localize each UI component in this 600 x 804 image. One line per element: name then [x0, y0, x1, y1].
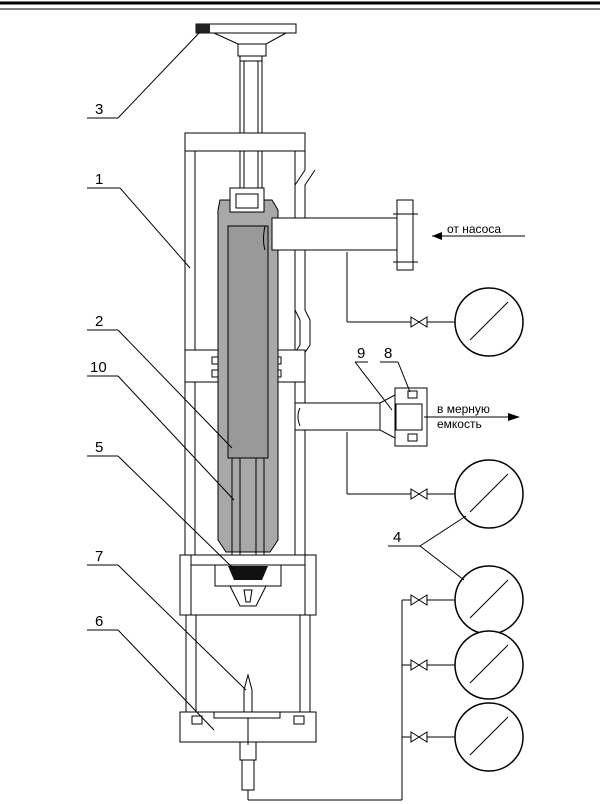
- label-3: 3: [95, 101, 103, 118]
- label-2: 2: [95, 313, 103, 330]
- label-7: 7: [95, 548, 103, 565]
- label-10: 10: [90, 359, 107, 376]
- valve-stem: [239, 61, 263, 195]
- label-5: 5: [95, 439, 103, 456]
- test-vessel: [217, 187, 279, 560]
- inlet-pipe: [263, 199, 525, 271]
- label-9: 9: [357, 345, 365, 362]
- handwheel: [195, 23, 297, 62]
- nozzle: [214, 561, 282, 607]
- outlet-label-line2: емкость: [437, 417, 482, 431]
- inlet-label: от насоса: [447, 222, 501, 236]
- header-rule: [0, 1, 600, 10]
- outlet-pipe: [294, 387, 520, 447]
- leader-lines: [87, 31, 467, 731]
- label-1: 1: [95, 171, 103, 188]
- pressure-gauges: [454, 287, 524, 772]
- label-4: 4: [393, 529, 401, 546]
- label-6: 6: [95, 613, 103, 630]
- valves: [410, 316, 428, 743]
- label-8: 8: [384, 345, 392, 362]
- outlet-label-line1: в мерную: [437, 402, 490, 416]
